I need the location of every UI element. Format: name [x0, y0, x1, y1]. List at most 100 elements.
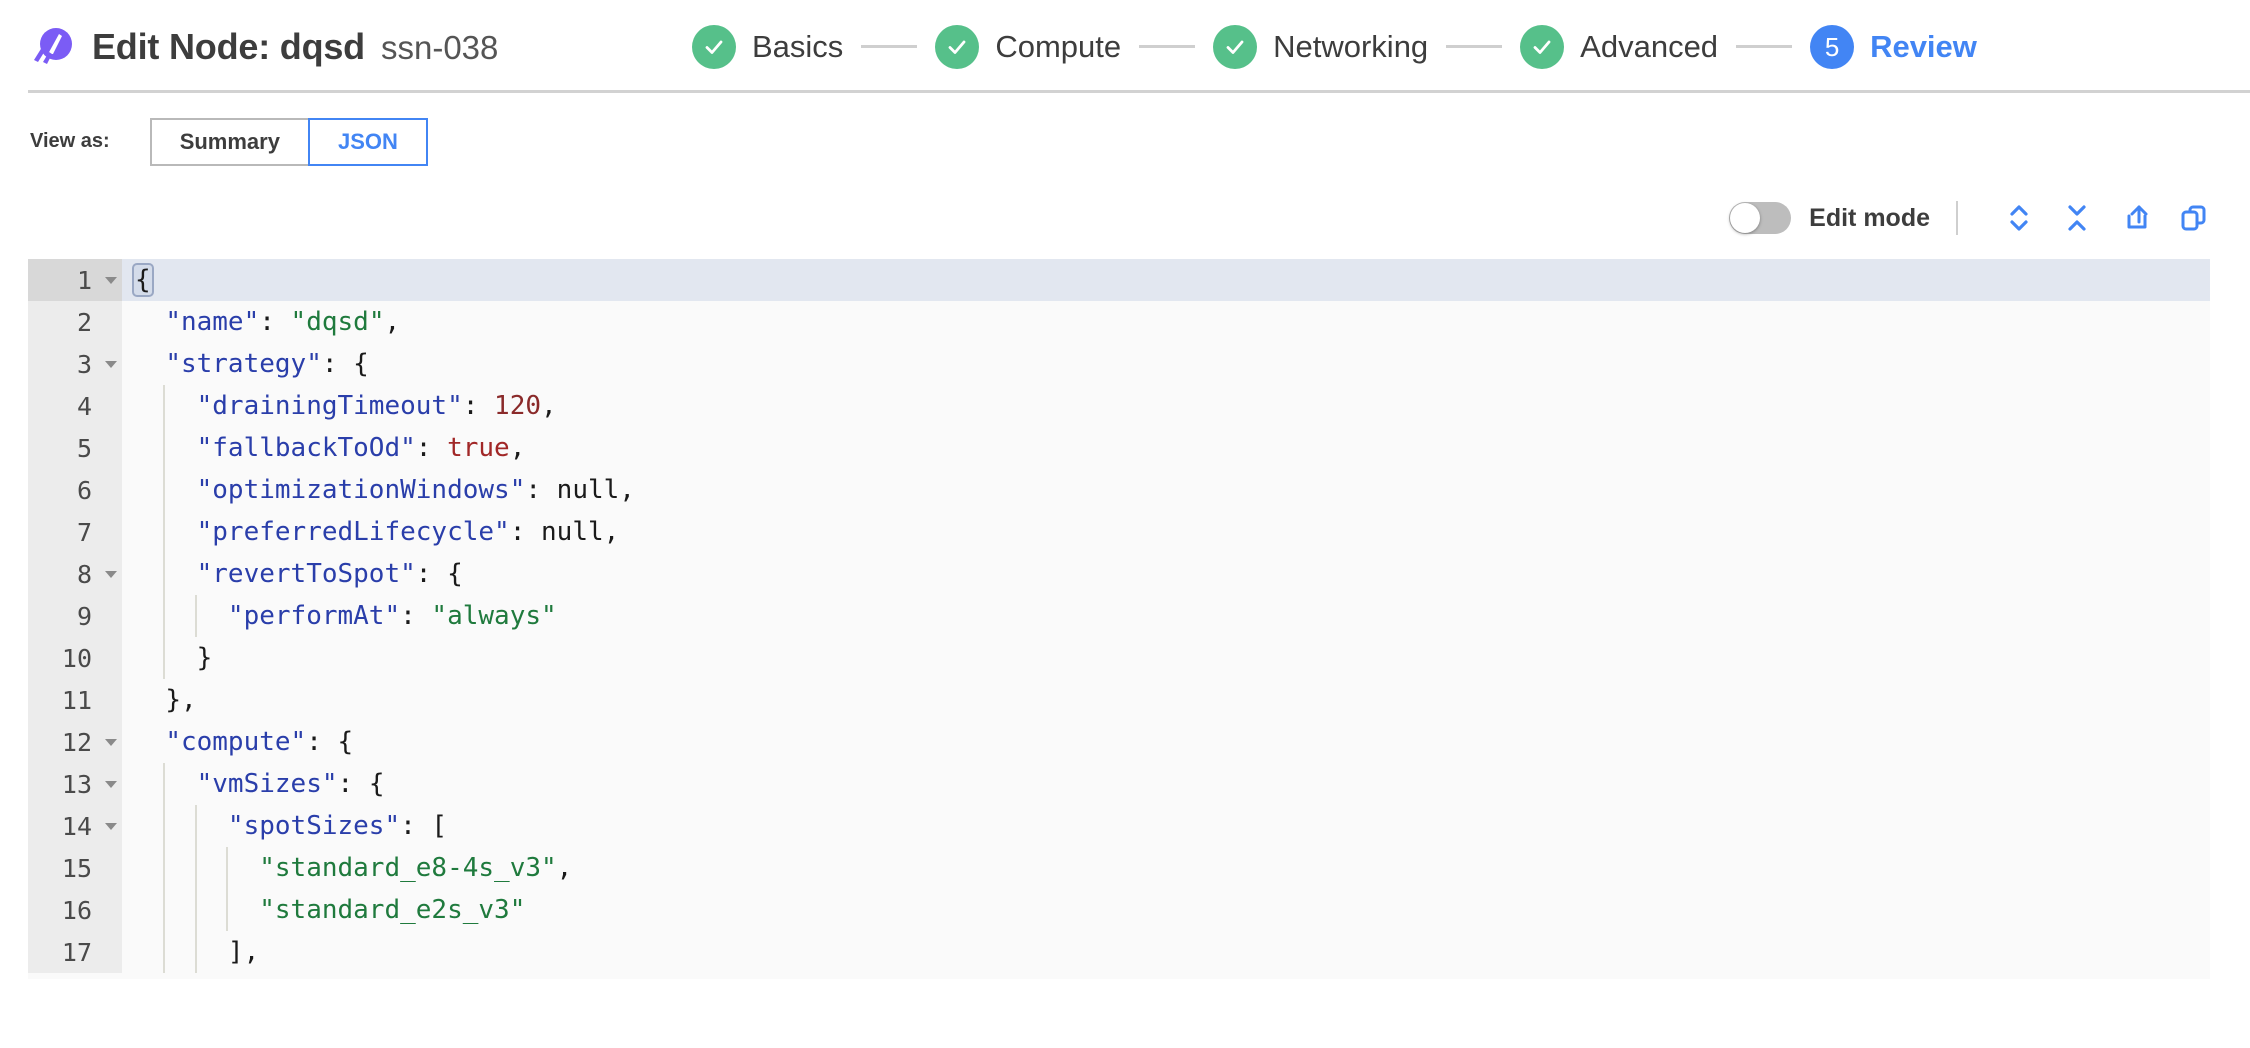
code-line[interactable]: 1{: [28, 259, 2210, 301]
token-punc: : {: [321, 349, 369, 379]
code-text[interactable]: "vmSizes": {: [122, 763, 2210, 805]
code-line[interactable]: 4 "drainingTimeout": 120,: [28, 385, 2210, 427]
code-indent: [134, 811, 228, 841]
line-number[interactable]: 12: [28, 721, 100, 763]
line-number[interactable]: 13: [28, 763, 100, 805]
token-bool: true: [447, 433, 510, 463]
token-punc: :: [462, 391, 495, 421]
fold-toggle-icon[interactable]: [100, 343, 122, 385]
token-punc: ,: [541, 391, 557, 421]
token-punc: : {: [415, 559, 463, 589]
code-line[interactable]: 9 "performAt": "always": [28, 595, 2210, 637]
line-number[interactable]: 1: [28, 259, 100, 301]
code-line[interactable]: 14 "spotSizes": [: [28, 805, 2210, 847]
fold-spacer: [100, 301, 122, 343]
code-line[interactable]: 12 "compute": {: [28, 721, 2210, 763]
code-text[interactable]: "standard_e2s_v3": [122, 889, 2210, 931]
line-number[interactable]: 7: [28, 511, 100, 553]
stepper-item-advanced[interactable]: Advanced: [1520, 24, 1719, 69]
copy-icon[interactable]: [2170, 195, 2216, 241]
code-text[interactable]: "preferredLifecycle": null,: [122, 511, 2210, 553]
fold-toggle-icon[interactable]: [100, 553, 122, 595]
code-line[interactable]: 5 "fallbackToOd": true,: [28, 427, 2210, 469]
token-key: "drainingTimeout": [196, 391, 463, 421]
indent-guide: [163, 553, 166, 595]
code-text[interactable]: },: [122, 679, 2210, 721]
line-number[interactable]: 6: [28, 469, 100, 511]
token-null: null: [541, 517, 604, 547]
line-number[interactable]: 17: [28, 931, 100, 973]
export-icon[interactable]: [2112, 195, 2158, 241]
fold-spacer: [100, 847, 122, 889]
expand-all-icon[interactable]: [1996, 195, 2042, 241]
code-line[interactable]: 15 "standard_e8-4s_v3",: [28, 847, 2210, 889]
view-as-segmented-control[interactable]: Summary JSON: [149, 117, 428, 166]
code-text[interactable]: "strategy": {: [122, 343, 2210, 385]
check-icon: [1213, 24, 1258, 69]
code-line[interactable]: 17 ],: [28, 931, 2210, 973]
code-text[interactable]: "fallbackToOd": true,: [122, 427, 2210, 469]
step-label: Compute: [995, 28, 1122, 64]
line-number[interactable]: 11: [28, 679, 100, 721]
indent-guide: [194, 805, 197, 847]
code-line[interactable]: 16 "standard_e2s_v3": [28, 889, 2210, 931]
page-header: Edit Node: dqsd ssn-038 Basics Compute Net…: [0, 0, 2250, 93]
indent-guide: [194, 847, 197, 889]
fold-toggle-icon[interactable]: [100, 721, 122, 763]
view-as-summary-button[interactable]: Summary: [149, 117, 308, 166]
line-number[interactable]: 3: [28, 343, 100, 385]
view-as-json-button[interactable]: JSON: [307, 117, 428, 166]
check-icon: [692, 24, 736, 69]
stepper-item-basics[interactable]: Basics: [692, 24, 843, 69]
fold-toggle-icon[interactable]: [100, 763, 122, 805]
stepper-item-networking[interactable]: Networking: [1213, 24, 1428, 69]
fold-spacer: [100, 427, 122, 469]
code-text[interactable]: "compute": {: [122, 721, 2210, 763]
code-text[interactable]: "revertToSpot": {: [122, 553, 2210, 595]
code-text[interactable]: "name": "dqsd",: [122, 301, 2210, 343]
code-text[interactable]: "spotSizes": [: [122, 805, 2210, 847]
page-title-group: Edit Node: dqsd ssn-038: [92, 26, 498, 68]
token-key: "preferredLifecycle": [196, 517, 510, 547]
line-number[interactable]: 4: [28, 385, 100, 427]
fold-toggle-icon[interactable]: [100, 805, 122, 847]
code-text[interactable]: ],: [122, 931, 2210, 973]
code-indent: [134, 307, 165, 337]
code-text[interactable]: }: [122, 637, 2210, 679]
line-number[interactable]: 9: [28, 595, 100, 637]
indent-guide: [163, 847, 166, 889]
collapse-all-icon[interactable]: [2054, 195, 2100, 241]
code-line[interactable]: 3 "strategy": {: [28, 343, 2210, 385]
line-number[interactable]: 16: [28, 889, 100, 931]
code-line[interactable]: 10 }: [28, 637, 2210, 679]
token-str: "standard_e8-4s_v3": [259, 853, 557, 883]
code-line[interactable]: 13 "vmSizes": {: [28, 763, 2210, 805]
json-editor[interactable]: 1{2 "name": "dqsd",3 "strategy": {4 "dra…: [28, 259, 2210, 979]
line-number[interactable]: 2: [28, 301, 100, 343]
token-punc: :: [259, 307, 291, 337]
code-text[interactable]: "standard_e8-4s_v3",: [122, 847, 2210, 889]
code-line[interactable]: 8 "revertToSpot": {: [28, 553, 2210, 595]
chevron-down-icon: [105, 276, 117, 284]
line-number[interactable]: 15: [28, 847, 100, 889]
line-number[interactable]: 8: [28, 553, 100, 595]
step-connector: [861, 45, 918, 48]
indent-guide: [194, 931, 197, 973]
code-text[interactable]: "performAt": "always": [122, 595, 2210, 637]
code-line[interactable]: 11 },: [28, 679, 2210, 721]
code-line[interactable]: 6 "optimizationWindows": null,: [28, 469, 2210, 511]
token-key: "name": [165, 307, 260, 337]
code-line[interactable]: 2 "name": "dqsd",: [28, 301, 2210, 343]
code-text[interactable]: {: [122, 259, 2210, 301]
step-label: Advanced: [1580, 28, 1719, 64]
code-line[interactable]: 7 "preferredLifecycle": null,: [28, 511, 2210, 553]
code-text[interactable]: "optimizationWindows": null,: [122, 469, 2210, 511]
stepper-item-compute[interactable]: Compute: [935, 24, 1122, 69]
line-number[interactable]: 5: [28, 427, 100, 469]
edit-mode-toggle[interactable]: [1729, 202, 1792, 234]
line-number[interactable]: 10: [28, 637, 100, 679]
code-text[interactable]: "drainingTimeout": 120,: [122, 385, 2210, 427]
fold-toggle-icon[interactable]: [100, 259, 122, 301]
line-number[interactable]: 14: [28, 805, 100, 847]
